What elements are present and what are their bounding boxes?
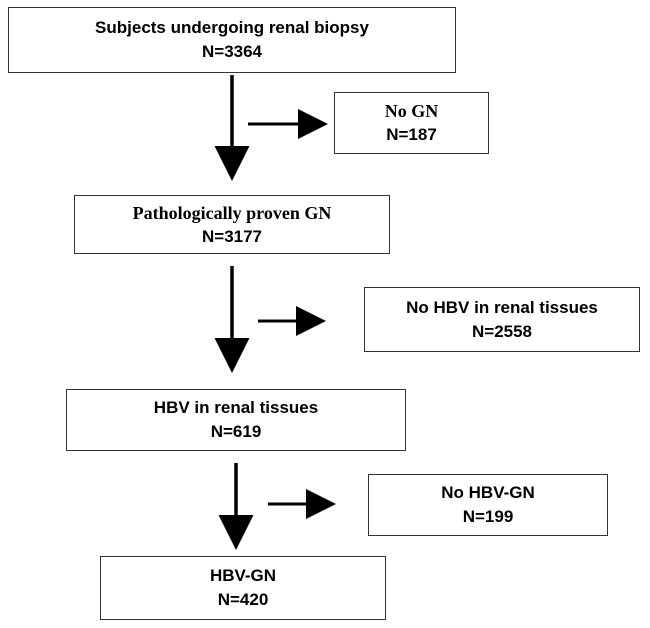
box-label: HBV in renal tissues [153, 398, 319, 417]
box-hbv-gn: HBV-GN N=420 [100, 556, 386, 620]
box-no-hbv-gn: No HBV-GN N=199 [368, 474, 608, 536]
box-count: N=420 [217, 590, 269, 609]
box-count: N=3177 [201, 226, 263, 246]
box-pathologically-proven-gn: Pathologically proven GN N=3177 [74, 195, 390, 254]
box-hbv-renal-tissues: HBV in renal tissues N=619 [66, 389, 406, 451]
box-label: Subjects undergoing renal biopsy [95, 18, 369, 37]
box-no-hbv-renal-tissues: No HBV in renal tissues N=2558 [364, 287, 640, 352]
box-no-gn: No GN N=187 [334, 92, 489, 154]
box-count: N=2558 [471, 321, 533, 341]
box-label: HBV-GN [209, 566, 277, 585]
box-count: N=187 [386, 125, 437, 144]
box-label: Pathologically proven GN [132, 202, 332, 223]
box-subjects-renal-biopsy: Subjects undergoing renal biopsy N=3364 [8, 7, 456, 73]
box-count: N=199 [462, 507, 514, 526]
box-count: N=3364 [201, 42, 263, 61]
box-label: No GN [384, 101, 439, 121]
box-label: No HBV-GN [441, 483, 535, 502]
box-count: N=619 [210, 422, 262, 441]
box-label: No HBV in renal tissues [406, 297, 598, 317]
